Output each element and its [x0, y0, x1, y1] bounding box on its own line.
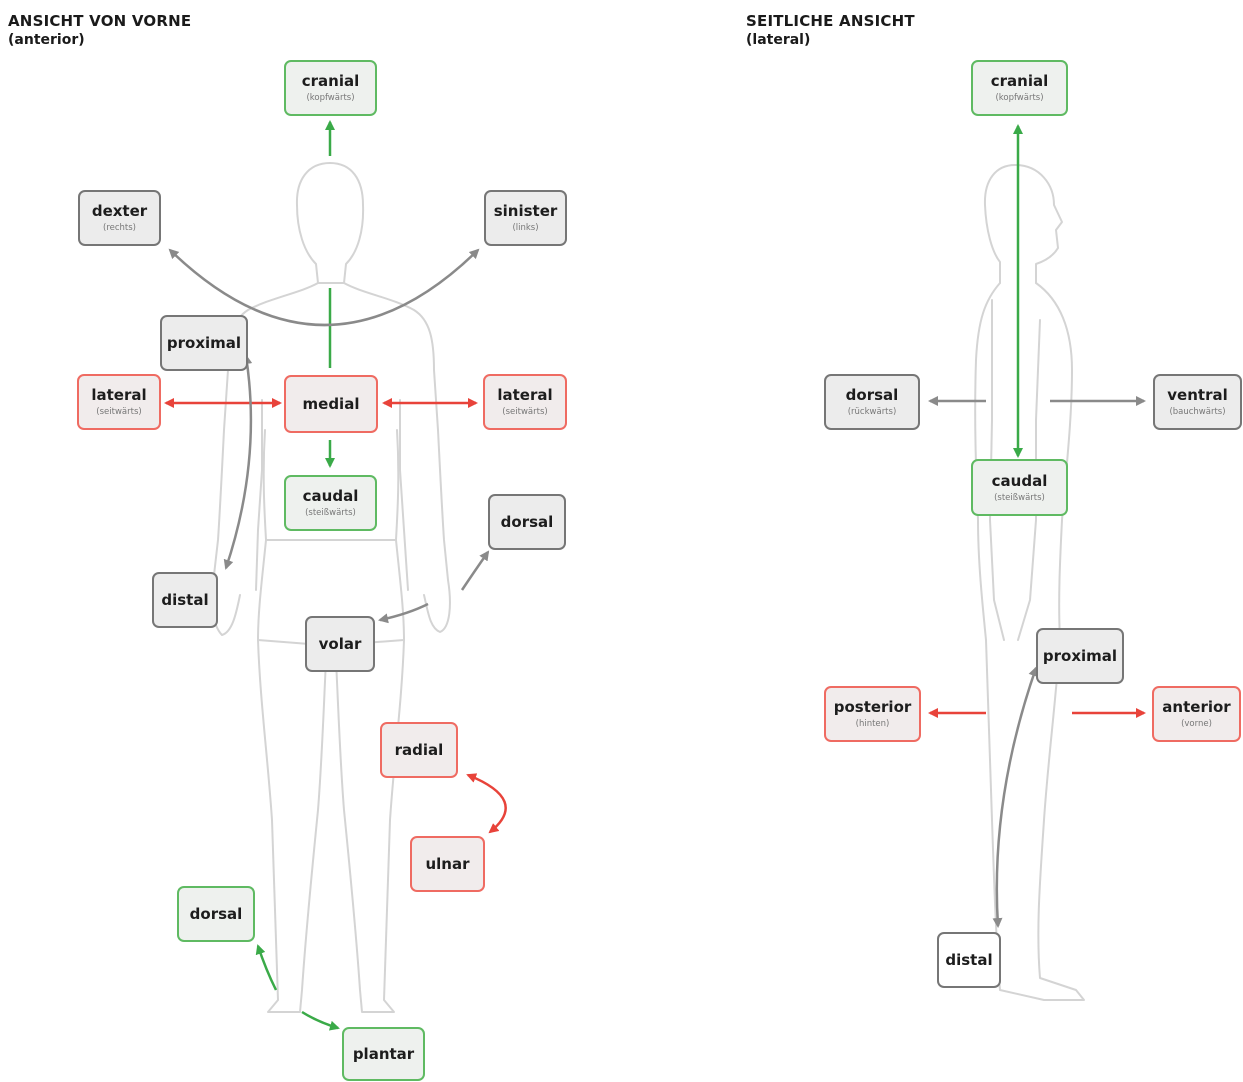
label-plantar-main: plantar [352, 1044, 415, 1063]
side-arm-outline [989, 299, 1041, 641]
label-dexter-main: dexter [91, 202, 148, 220]
label-sinister-main: sinister [493, 202, 558, 220]
heading-lateral-subtitle: (lateral) [746, 32, 811, 48]
label-lateral-left-sub: (seitwärts) [96, 407, 142, 417]
label-posterior: posterior (hinten) [824, 686, 921, 742]
label-caudal-front-main: caudal [302, 487, 359, 505]
label-posterior-sub: (hinten) [855, 719, 890, 729]
side-torso-outline [974, 282, 1073, 641]
heading-anterior-title: ANSICHT VON VORNE [8, 12, 192, 30]
label-ulnar-main: ulnar [425, 854, 470, 873]
label-posterior-main: posterior [833, 698, 912, 716]
arrow-radial-ulnar [466, 773, 507, 834]
label-anterior-sub: (vorne) [1181, 719, 1212, 729]
arrow-dorsal-foot [255, 944, 278, 991]
label-volar-main: volar [318, 634, 362, 653]
label-proximal-side: proximal [1036, 628, 1124, 684]
label-dexter: dexter (rechts) [78, 190, 161, 246]
label-distal-front: distal [152, 572, 218, 628]
label-dorsal-foot-main: dorsal [189, 904, 243, 923]
label-cranial-front-main: cranial [301, 72, 360, 90]
label-dorsal-hand: dorsal [488, 494, 566, 550]
label-plantar: plantar [342, 1027, 425, 1081]
label-distal-side-main: distal [945, 950, 993, 969]
label-dorsal-side: dorsal (rückwärts) [824, 374, 920, 430]
label-cranial-side: cranial (kopfwärts) [971, 60, 1068, 116]
heading-anterior: ANSICHT VON VORNE (anterior) [8, 12, 191, 48]
side-leg-outline [985, 639, 1085, 1001]
label-volar: volar [305, 616, 375, 672]
label-caudal-front: caudal (steißwärts) [284, 475, 377, 531]
arrow-volar [378, 602, 429, 624]
label-caudal-side-main: caudal [991, 471, 1048, 490]
front-head-outline [295, 162, 365, 284]
side-body-figure [974, 164, 1085, 1001]
label-anterior-main: anterior [1162, 698, 1231, 716]
label-dexter-sub: (rechts) [103, 223, 136, 233]
side-head-outline [983, 164, 1063, 284]
front-inner-arm-outline [255, 399, 409, 591]
label-cranial-front: cranial (kopfwärts) [284, 60, 377, 116]
label-caudal-side: caudal (steißwärts) [971, 459, 1068, 516]
label-distal-side: distal [937, 932, 1001, 988]
heading-anterior-subtitle: (anterior) [8, 32, 85, 48]
label-dorsal-foot: dorsal [177, 886, 255, 942]
label-cranial-side-main: cranial [990, 72, 1049, 90]
arrow-dorsal-hand [460, 550, 490, 591]
label-dorsal-side-main: dorsal [845, 386, 899, 404]
label-cranial-side-sub: (kopfwärts) [995, 93, 1044, 103]
label-distal-front-main: distal [161, 590, 209, 609]
label-caudal-side-sub: (steißwärts) [994, 492, 1045, 503]
label-lateral-right: lateral (seitwärts) [483, 374, 567, 430]
label-dorsal-side-sub: (rückwärts) [847, 407, 897, 417]
label-cranial-front-sub: (kopfwärts) [306, 93, 355, 103]
label-sinister-sub: (links) [512, 223, 539, 233]
label-anterior: anterior (vorne) [1152, 686, 1241, 742]
front-leg-outline [257, 639, 405, 1013]
label-caudal-front-sub: (steißwärts) [305, 508, 356, 518]
arrow-dexter-sinister [168, 248, 480, 327]
heading-lateral: SEITLICHE ANSICHT (lateral) [746, 12, 915, 48]
label-medial-main: medial [302, 394, 360, 413]
label-lateral-left-main: lateral [91, 386, 147, 404]
front-waist-outline [262, 429, 400, 541]
arrow-proximal-distal-side [992, 666, 1039, 928]
label-sinister: sinister (links) [484, 190, 567, 246]
label-dorsal-hand-main: dorsal [500, 512, 554, 531]
label-ulnar: ulnar [410, 836, 485, 892]
label-proximal-side-main: proximal [1042, 646, 1118, 665]
label-radial: radial [380, 722, 458, 778]
label-lateral-left: lateral (seitwärts) [77, 374, 161, 430]
label-ventral: ventral (bauchwärts) [1153, 374, 1242, 430]
label-proximal-front: proximal [160, 315, 248, 371]
arrow-proximal-distal-front [223, 354, 253, 570]
label-radial-main: radial [394, 740, 444, 759]
label-ventral-main: ventral [1167, 386, 1228, 404]
label-proximal-front-main: proximal [166, 333, 242, 352]
label-lateral-right-main: lateral [497, 386, 553, 404]
label-ventral-sub: (bauchwärts) [1169, 407, 1226, 417]
heading-lateral-title: SEITLICHE ANSICHT [746, 12, 915, 30]
arrow-plantar [301, 1010, 340, 1031]
label-medial: medial [284, 375, 378, 433]
label-lateral-right-sub: (seitwärts) [502, 407, 548, 417]
